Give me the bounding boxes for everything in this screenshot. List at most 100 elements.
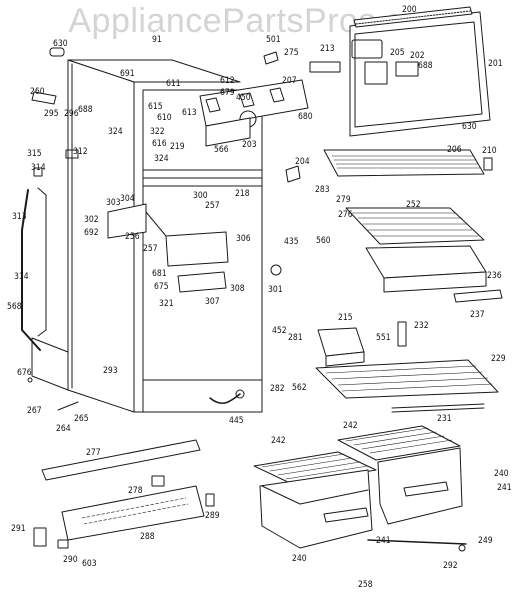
part-label-237: 237 [470,310,485,320]
part-label-610: 610 [157,113,172,123]
part-label-242: 242 [271,436,286,446]
freezer-wire-shelf [323,149,485,177]
part-label-258: 258 [358,580,373,590]
part-label-560: 560 [316,236,331,246]
part-label-450: 450 [236,93,251,103]
part-label-242: 242 [343,421,358,431]
part-label-91: 91 [152,35,162,45]
part-label-288: 288 [140,532,155,542]
part-label-306: 306 [236,234,251,244]
part-label-501: 501 [266,35,281,45]
small-parts [21,47,493,552]
part-label-566: 566 [214,145,229,155]
part-label-281: 281 [288,333,303,343]
part-label-202: 202 [410,51,425,61]
part-label-612: 612 [220,76,235,86]
part-label-445: 445 [229,416,244,426]
part-label-315: 315 [27,149,42,159]
part-label-692: 692 [84,228,99,238]
lower-grille [33,439,205,547]
part-label-630: 630 [53,39,68,49]
part-label-630: 630 [462,122,477,132]
meat-keeper-shelf [345,207,503,303]
part-label-293: 293 [103,366,118,376]
part-label-308: 308 [230,284,245,294]
part-label-240: 240 [292,554,307,564]
part-label-303: 303 [106,198,121,208]
part-label-282: 282 [270,384,285,394]
part-label-688: 688 [78,105,93,115]
part-label-312: 312 [73,147,88,157]
part-label-201: 201 [488,59,503,69]
part-label-688: 688 [418,61,433,71]
part-label-562: 562 [292,383,307,393]
part-label-290: 290 [63,555,78,565]
part-label-289: 289 [205,511,220,521]
part-label-203: 203 [242,140,257,150]
dairy-tray [317,327,365,367]
part-label-321: 321 [159,299,174,309]
part-label-200: 200 [402,5,417,15]
part-label-616: 616 [152,139,167,149]
part-label-278: 278 [128,486,143,496]
part-label-675: 675 [154,282,169,292]
part-label-241: 241 [497,483,512,493]
part-label-680: 680 [298,112,313,122]
part-label-324: 324 [154,154,169,164]
part-label-568: 568 [7,302,22,312]
part-label-314: 314 [31,163,46,173]
part-label-295: 295 [44,109,59,119]
cabinet [31,59,263,413]
part-label-679: 679 [220,88,235,98]
part-label-231: 231 [437,414,452,424]
part-label-241: 241 [376,536,391,546]
part-label-283: 283 [315,185,330,195]
part-label-452: 452 [272,326,287,336]
part-label-229: 229 [491,354,506,364]
part-label-264: 264 [56,424,71,434]
cantilever-shelf [315,359,499,413]
part-label-257: 257 [143,244,158,254]
part-label-611: 611 [166,79,181,89]
part-label-681: 681 [152,269,167,279]
part-label-603: 603 [82,559,97,569]
part-label-236: 236 [487,271,502,281]
part-label-302: 302 [84,215,99,225]
part-label-676: 676 [17,368,32,378]
part-label-615: 615 [148,102,163,112]
part-label-435: 435 [284,237,299,247]
part-label-314: 314 [14,272,29,282]
part-label-313: 313 [12,212,27,222]
freezer-door [349,6,491,137]
part-label-322: 322 [150,127,165,137]
part-label-291: 291 [11,524,26,534]
part-label-210: 210 [482,146,497,156]
part-label-307: 307 [205,297,220,307]
part-label-551: 551 [376,333,391,343]
ice-maker [199,79,309,147]
part-label-213: 213 [320,44,335,54]
part-label-276: 276 [338,210,353,220]
part-label-324: 324 [108,127,123,137]
part-label-260: 260 [30,87,45,97]
part-label-275: 275 [284,48,299,58]
part-label-218: 218 [235,189,250,199]
part-label-206: 206 [447,145,462,155]
part-label-267: 267 [27,406,42,416]
part-label-204: 204 [295,157,310,167]
part-label-219: 219 [170,142,185,152]
part-label-292: 292 [443,561,458,571]
part-label-256: 256 [125,232,140,242]
part-label-277: 277 [86,448,101,458]
part-label-296: 296 [64,109,79,119]
part-label-613: 613 [182,108,197,118]
part-label-691: 691 [120,69,135,79]
part-label-304: 304 [120,194,135,204]
part-label-257: 257 [205,201,220,211]
part-label-215: 215 [338,313,353,323]
part-label-279: 279 [336,195,351,205]
part-label-207: 207 [282,76,297,86]
part-label-249: 249 [478,536,493,546]
